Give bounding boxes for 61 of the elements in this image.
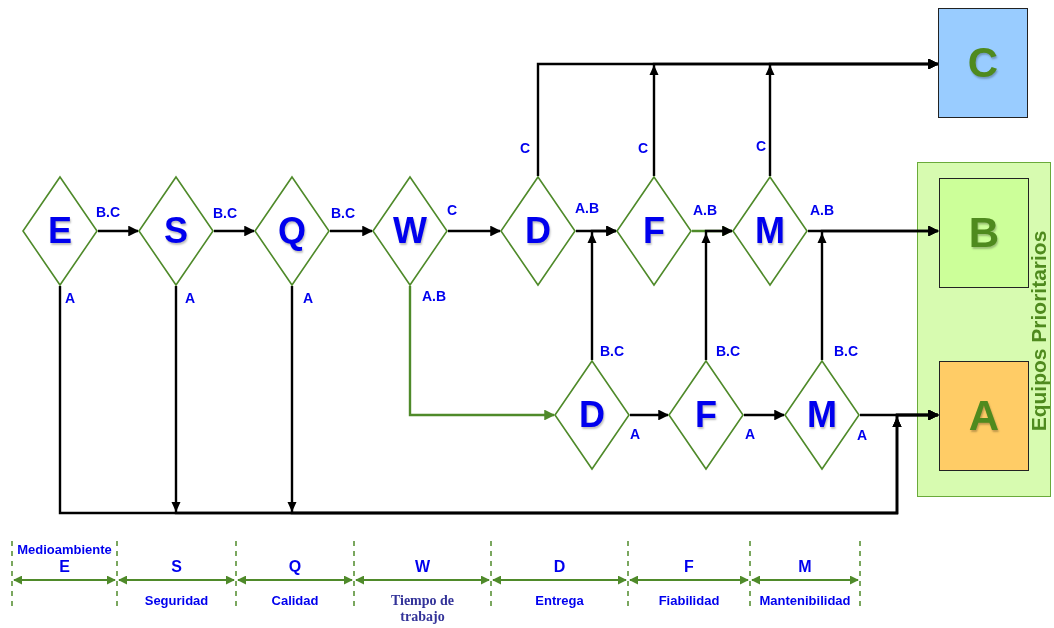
node-label: M — [754, 211, 786, 251]
decision-diamond — [254, 176, 330, 286]
edge-label: A — [63, 290, 77, 306]
decision-diamond — [554, 360, 630, 470]
node-label: E — [47, 211, 73, 251]
column-label: Mantenibilidad — [759, 592, 851, 608]
node-label: W — [392, 211, 428, 251]
edge-label: B.C — [598, 343, 626, 359]
column-label: Tiempo de trabajo — [389, 593, 456, 625]
decision-diamond — [616, 176, 692, 286]
column-letter: Q — [288, 558, 302, 576]
edge-label: C — [518, 140, 532, 156]
column-label: Calidad — [271, 592, 319, 608]
decision-diamond — [668, 360, 744, 470]
edge-label: A — [301, 290, 315, 306]
category-box — [939, 178, 1029, 288]
edge-label: A.B — [808, 202, 836, 218]
column-label: Medioambiente — [17, 541, 112, 557]
node-label: Q — [277, 211, 307, 251]
node-label: M — [806, 395, 838, 435]
edge-label: B.C — [94, 204, 122, 220]
node-label: F — [694, 395, 718, 435]
column-letter: W — [414, 558, 431, 576]
group-panel — [917, 162, 1051, 497]
edge-label: A.B — [691, 202, 719, 218]
category-box — [939, 361, 1029, 471]
edge-label: B.C — [714, 343, 742, 359]
node-label: S — [163, 211, 189, 251]
edge-label: C — [636, 140, 650, 156]
column-letter: S — [171, 558, 182, 576]
edge-label: B.C — [329, 205, 357, 221]
decision-diamond — [22, 176, 98, 286]
edge-label: A — [855, 427, 869, 443]
node-label: D — [578, 395, 606, 435]
column-letter: F — [684, 558, 694, 576]
column-label: Entrega — [535, 592, 584, 608]
edge-label: B.C — [211, 205, 239, 221]
edge-label: A — [628, 426, 642, 442]
decision-diamond — [372, 176, 448, 286]
edge-label: A — [743, 426, 757, 442]
edge-label: A — [183, 290, 197, 306]
decision-diamond — [500, 176, 576, 286]
panel-title: Equipos Prioritarios — [1028, 229, 1050, 433]
edge-label: B.C — [832, 343, 860, 359]
decision-diamond — [732, 176, 808, 286]
edge-label: C — [754, 138, 768, 154]
edge-label: A.B — [420, 288, 448, 304]
category-box — [938, 8, 1028, 118]
node-label: F — [642, 211, 666, 251]
column-label: Fiabilidad — [658, 592, 720, 608]
edge-label: A.B — [573, 200, 601, 216]
column-letter: M — [798, 558, 812, 576]
node-label: A — [967, 393, 1001, 439]
column-letter: D — [553, 558, 566, 576]
node-label: D — [524, 211, 552, 251]
edge-label: C — [445, 202, 459, 218]
node-label: C — [966, 40, 1000, 86]
node-label: B — [967, 210, 1001, 256]
column-letter: E — [59, 558, 70, 576]
column-label: Seguridad — [144, 592, 209, 608]
decision-diamond — [138, 176, 214, 286]
